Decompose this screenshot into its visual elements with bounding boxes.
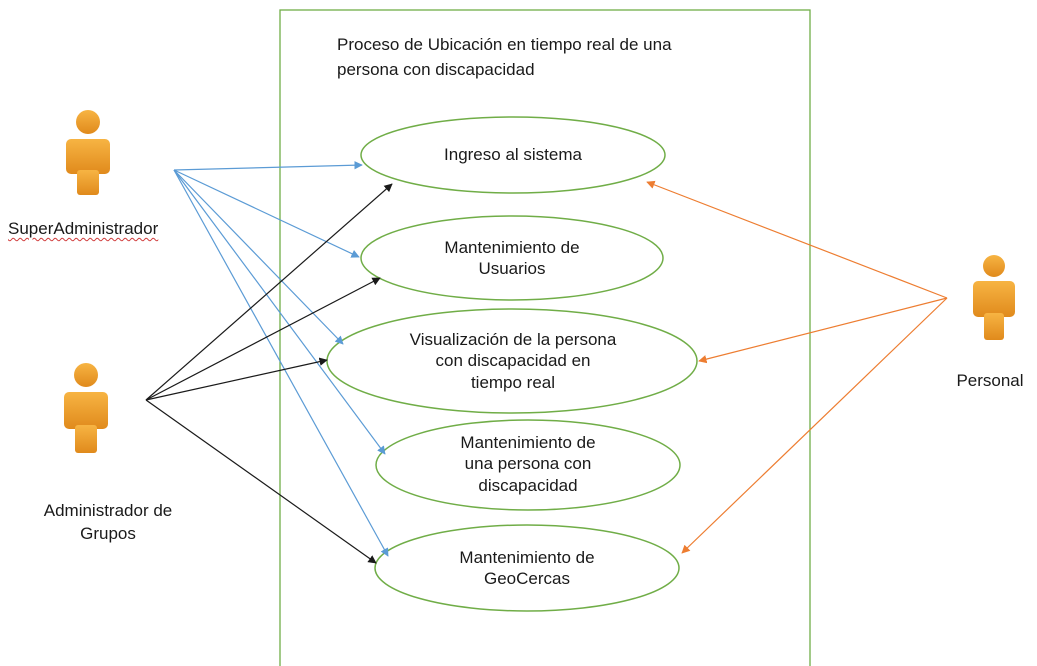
use-case-visualizacion-label: Visualización de la persona con discapac… [409,330,617,392]
system-boundary [279,9,811,666]
group-admin-to-usuarios [145,277,381,401]
personal-actor-icon[interactable] [973,255,1015,340]
super-admin-actor-icon[interactable] [66,110,110,195]
use-case-ingreso-label: Ingreso al sistema [444,145,582,165]
super-admin-to-visualizacion [173,169,344,345]
super-admin-actor-label: SuperAdministrador [8,218,198,241]
super-admin-to-ingreso [173,161,363,171]
personal-to-ingreso [646,180,948,299]
group-admin-associations [145,183,393,564]
use-case-usuarios-ellipse[interactable] [360,215,664,301]
super-admin-actor-label-text: SuperAdministrador [8,219,159,238]
personal-actor-label: Personal [956,371,1024,390]
use-case-persona-label: Mantenimiento de una persona con discapa… [460,433,596,495]
personal-associations [646,180,948,554]
use-case-persona-ellipse[interactable] [375,419,681,511]
group-admin-to-ingreso [145,183,393,401]
super-admin-to-usuarios [173,169,360,258]
group-admin-to-geocercas [145,399,377,564]
group-admin-actor-icon[interactable] [64,363,108,453]
personal-to-geocercas [681,297,948,554]
group-admin-actor-label: Administrador de Grupos [43,501,173,543]
super-admin-to-geocercas [173,169,389,557]
super-admin-associations [173,161,389,557]
super-admin-to-persona [173,169,386,455]
use-case-usuarios-label: Mantenimiento de Usuarios [444,237,580,278]
use-case-ingreso-ellipse[interactable] [360,116,666,194]
use-case-geocercas-label: Mantenimiento de GeoCercas [459,547,595,588]
group-admin-to-visualizacion [145,357,328,401]
use-case-geocercas-ellipse[interactable] [374,524,680,612]
system-title: Proceso de Ubicación en tiempo real de u… [337,35,672,79]
personal-to-visualizacion [698,297,948,364]
